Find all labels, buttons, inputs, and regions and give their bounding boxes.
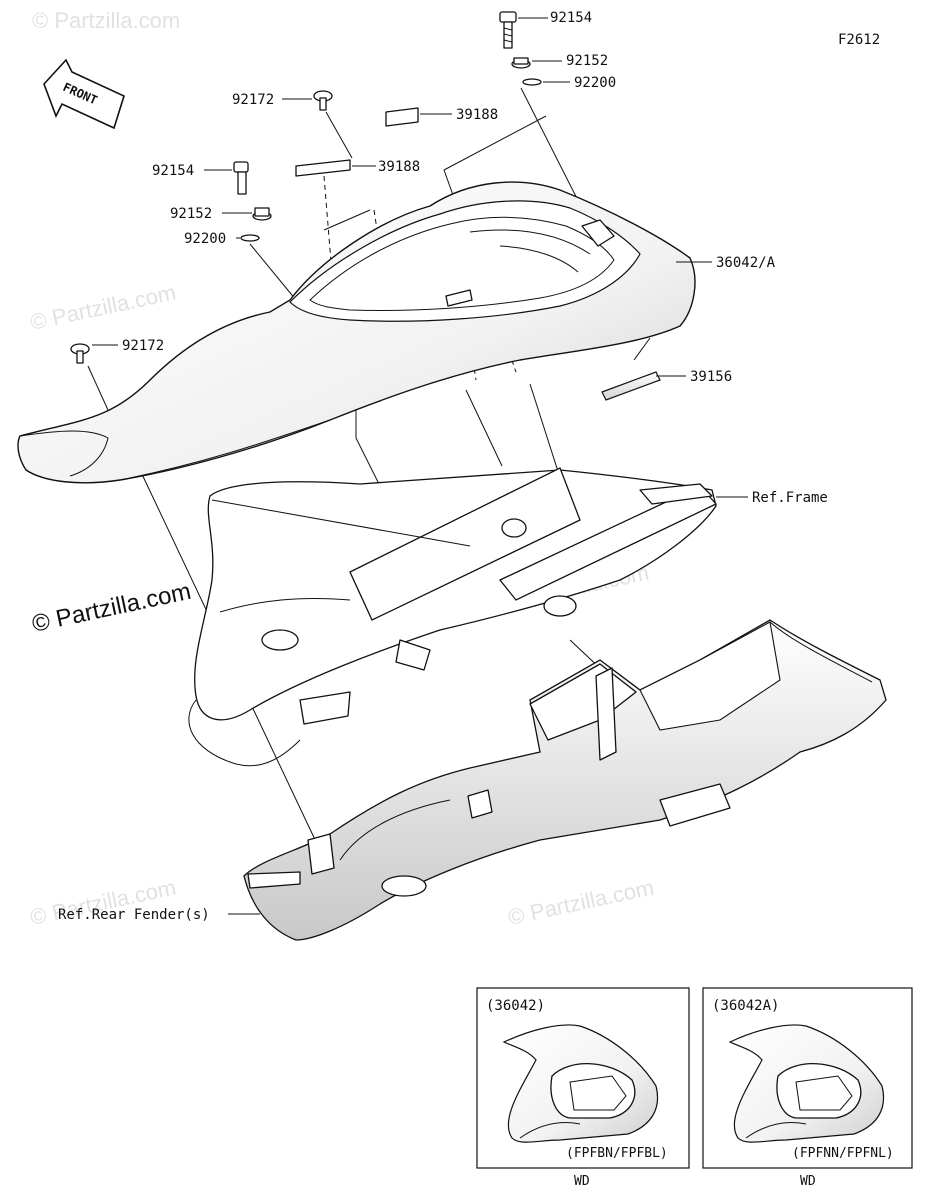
seat-cover-variant-icon bbox=[502, 1024, 659, 1143]
callout-92154-top: 92154 bbox=[550, 10, 592, 26]
variant-market-label: WD bbox=[574, 1174, 590, 1189]
callout-92200-left: 92200 bbox=[184, 231, 226, 247]
watermark: © Partzilla.com bbox=[28, 280, 178, 335]
callout-92172-left: 92172 bbox=[122, 338, 164, 354]
callout-92152-left: 92152 bbox=[170, 206, 212, 222]
variant-box-36042: (36042) (FPFBN/FPFBL) WD bbox=[476, 987, 690, 1189]
figure-code: F2612 bbox=[838, 32, 880, 48]
washer-icon bbox=[252, 207, 272, 221]
watermark: © Partzilla.com bbox=[506, 875, 656, 930]
variant-box-36042a: (36042A) (FPFNN/FPFNL) WD bbox=[702, 987, 913, 1189]
variant-part-label: (36042) bbox=[486, 998, 545, 1014]
callout-39156: 39156 bbox=[690, 369, 732, 385]
callout-36042-a: 36042/A bbox=[716, 255, 776, 271]
front-arrow-icon: FRONT bbox=[43, 58, 125, 130]
variant-market-label: WD bbox=[800, 1174, 816, 1189]
screw-icon bbox=[70, 343, 90, 364]
washer-icon bbox=[511, 57, 531, 69]
sticker-icon bbox=[295, 159, 351, 177]
variant-codes-label: (FPFNN/FPFNL) bbox=[792, 1146, 894, 1161]
seat-cover-variant-icon bbox=[728, 1024, 885, 1143]
bolt-icon bbox=[233, 161, 249, 195]
sticker-icon bbox=[601, 371, 661, 401]
watermark-prominent: © Partzilla.com bbox=[30, 578, 194, 638]
variant-codes-label: (FPFBN/FPFBL) bbox=[566, 1146, 668, 1161]
callout-ref-frame: Ref.Frame bbox=[752, 490, 828, 506]
screw-icon bbox=[313, 90, 333, 111]
callout-39188-top: 39188 bbox=[456, 107, 498, 123]
variant-part-label: (36042A) bbox=[712, 998, 779, 1014]
callout-ref-rear-fender: Ref.Rear Fender(s) bbox=[58, 907, 210, 923]
callout-92154-left: 92154 bbox=[152, 163, 194, 179]
callout-92172-top: 92172 bbox=[232, 92, 274, 108]
ring-icon bbox=[240, 234, 260, 242]
ring-icon bbox=[522, 78, 542, 86]
bolt-icon bbox=[499, 11, 517, 49]
callout-92200-top: 92200 bbox=[574, 75, 616, 91]
seat-cover-assembly bbox=[17, 181, 696, 484]
callout-92152-top: 92152 bbox=[566, 53, 608, 69]
sticker-icon bbox=[385, 107, 419, 127]
frame-reference bbox=[188, 467, 718, 767]
callout-39188-left: 39188 bbox=[378, 159, 420, 175]
watermark: © Partzilla.com bbox=[32, 8, 180, 33]
rear-fender-reference bbox=[243, 619, 887, 941]
